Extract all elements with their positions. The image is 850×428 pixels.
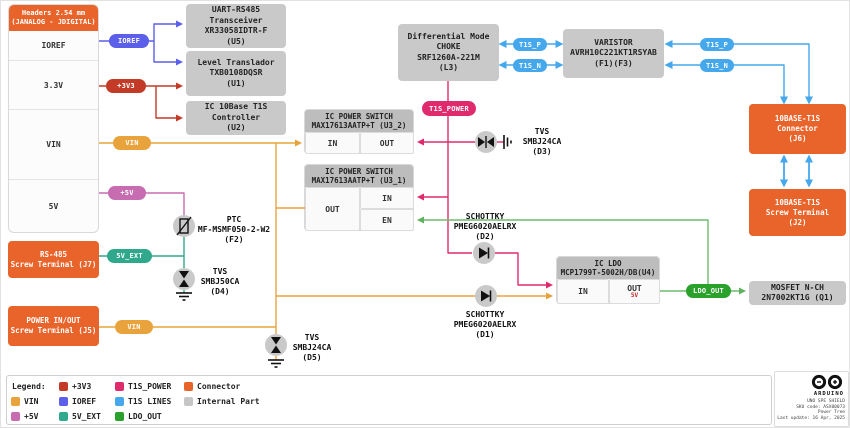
net-pill-ioref: IOREF xyxy=(109,34,149,48)
legend-item-3v3: +3V3 xyxy=(72,382,92,391)
legend-swatch-ldo-out xyxy=(115,412,124,421)
tvs-diode-icon-d3 xyxy=(475,131,497,153)
legend-swatch-connector xyxy=(184,382,193,391)
block-u4-ldo: IC LDO MCP1799T-5002H/DB(U4) IN OUT 5V xyxy=(556,256,660,304)
legend-item-internal: Internal Part xyxy=(197,397,260,406)
header-row-3v3: 3.3V xyxy=(9,60,98,109)
wire-5v-ext xyxy=(99,237,185,293)
ground-icon-d4 xyxy=(176,292,192,301)
legend-swatch-3v3 xyxy=(59,382,68,391)
legend-item-t1s-power: T1S_POWER xyxy=(128,382,172,391)
legend-item-t1s-lines: T1S LINES xyxy=(128,397,172,406)
legend: Legend: +3V3 T1S_POWER Connector VIN IOR… xyxy=(6,375,772,425)
legend-item-5v: +5V xyxy=(24,412,39,421)
brand-name: ARDUINO xyxy=(813,391,844,397)
u3_1-pin-in: IN xyxy=(360,187,414,209)
u4-title: IC LDO MCP1799T-5002H/DB(U4) xyxy=(557,257,659,279)
schottky-diode-icon-d1 xyxy=(475,285,497,307)
label-d3-tvs: TVS SMBJ24CA (D3) xyxy=(522,127,562,156)
title-block: ARDUINO UNO SPE SHIELD SKU code: ASX0007… xyxy=(774,371,849,427)
title-block-meta: UNO SPE SHIELD SKU code: ASX00073 Power … xyxy=(777,399,845,421)
headers-panel-title: Headers 2.54 mm (JANALOG - JDIGITAL) xyxy=(9,5,98,31)
u4-pin-out: OUT 5V xyxy=(609,279,660,304)
schottky-diode-icon-d2 xyxy=(473,242,495,264)
net-pill-5v-ext: 5V_EXT xyxy=(107,249,152,263)
u3_1-pin-out: OUT xyxy=(305,187,360,231)
legend-title: Legend: xyxy=(12,382,46,391)
legend-swatch-vin xyxy=(11,397,20,406)
legend-item-vin: VIN xyxy=(24,397,39,406)
legend-item-connector: Connector xyxy=(197,382,241,391)
net-pill-t1s-power: T1S_POWER xyxy=(422,101,476,116)
block-q1-mosfet: MOSFET N-CH 2N7002KT1G (Q1) xyxy=(749,281,846,305)
legend-item-5v-ext: 5V_EXT xyxy=(72,412,101,421)
net-pill-vin-j5: VIN xyxy=(115,320,153,334)
label-f2-ptc: PTC MF-MSMF050-2-W2 (F2) xyxy=(197,215,271,244)
net-pill-t1s-p-left: T1S_P xyxy=(513,38,547,51)
header-row-5v: 5V xyxy=(9,179,98,233)
u3_2-pin-in: IN xyxy=(305,132,360,154)
header-row-vin: VIN xyxy=(9,109,98,179)
block-u1-level-translator: Level Translador TXB0108DQSR (U1) xyxy=(186,51,286,96)
block-u2-t1s-controller: IC 10Base T1S Controller (U2) xyxy=(186,101,286,135)
label-d1-schottky: SCHOTTKY PMEG6020AELRX (D1) xyxy=(453,310,517,339)
u4-out-voltage: 5V xyxy=(630,292,639,299)
block-u3_1-power-switch: IC POWER SWITCH MAX17613AATP+T (U3_1) OU… xyxy=(304,164,414,231)
block-j6-t1s-connector: 10BASE-T1S Connector (J6) xyxy=(749,104,846,154)
headers-panel: Headers 2.54 mm (JANALOG - JDIGITAL) IOR… xyxy=(8,4,99,233)
label-d4-tvs: TVS SMBJ50CA (D4) xyxy=(200,267,240,296)
net-pill-ldo-out: LDO_OUT xyxy=(686,284,731,298)
net-pill-t1s-p-right: T1S_P xyxy=(700,38,734,51)
legend-swatch-ioref xyxy=(59,397,68,406)
block-u5-uart-rs485: UART-RS485 Transceiver XR33058IDTR-F (U5… xyxy=(186,4,286,48)
legend-swatch-5v xyxy=(11,412,20,421)
block-f1f3-varistor: VARISTOR AVRH10C221KT1RSYAB (F1)(F3) xyxy=(563,29,664,78)
header-row-ioref: IOREF xyxy=(41,41,66,50)
ground-icon-d5 xyxy=(268,359,284,368)
legend-swatch-t1s-lines xyxy=(115,397,124,406)
u3_2-pin-out: OUT xyxy=(360,132,414,154)
legend-item-ldo-out: LDO_OUT xyxy=(128,412,162,421)
block-l3-choke: Differential Mode CHOKE SRF1260A-221M (L… xyxy=(398,24,499,81)
block-j5-power-terminal: POWER IN/OUT Screw Terminal (J5) xyxy=(8,306,99,346)
block-j7-rs485-terminal: RS-485 Screw Terminal (J7) xyxy=(8,241,99,278)
ground-icon-d3 xyxy=(503,135,512,149)
u3_1-pin-en: EN xyxy=(360,209,414,231)
legend-item-ioref: IOREF xyxy=(72,397,97,406)
legend-swatch-t1s-power xyxy=(115,382,124,391)
u4-pin-in: IN xyxy=(557,279,609,304)
block-j2-t1s-terminal: 10BASE-T1S Screw Terminal (J2) xyxy=(749,189,846,236)
legend-swatch-5v-ext xyxy=(59,412,68,421)
u3_2-title: IC POWER SWITCH MAX17613AATP+T (U3_2) xyxy=(305,110,413,132)
legend-swatch-internal xyxy=(184,397,193,406)
net-pill-t1s-n-left: T1S_N xyxy=(513,59,547,72)
label-d5-tvs: TVS SMBJ24CA (D5) xyxy=(292,333,332,362)
label-d2-schottky: SCHOTTKY PMEG6020AELRX (D2) xyxy=(453,212,517,241)
net-pill-5v: +5V xyxy=(108,186,146,200)
u3_1-title: IC POWER SWITCH MAX17613AATP+T (U3_1) xyxy=(305,165,413,187)
net-pill-3v3: +3V3 xyxy=(106,79,146,93)
arduino-logo-icon xyxy=(811,374,843,390)
net-pill-vin: VIN xyxy=(113,136,151,150)
block-u3_2-power-switch: IC POWER SWITCH MAX17613AATP+T (U3_2) IN… xyxy=(304,109,414,154)
net-pill-t1s-n-right: T1S_N xyxy=(700,59,734,72)
